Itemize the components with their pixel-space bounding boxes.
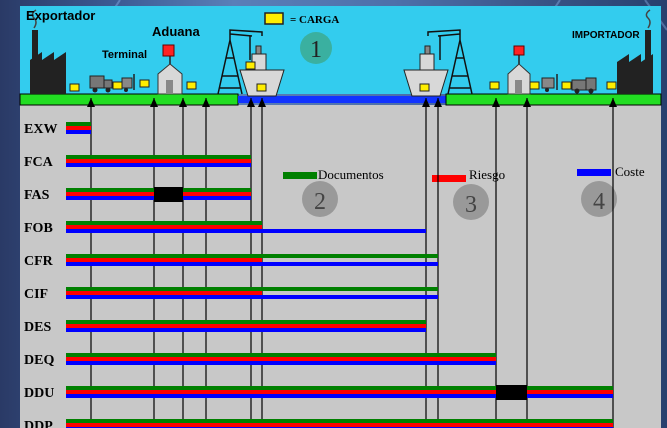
ground-strip xyxy=(20,94,661,105)
marker-3: 3 xyxy=(453,184,489,220)
risk-bar xyxy=(66,291,262,295)
term-code-label: DEQ xyxy=(24,353,54,368)
term-code-label: DES xyxy=(24,320,51,335)
cost-bar xyxy=(66,262,438,266)
cargo-box-icon xyxy=(246,62,255,69)
documents-bar xyxy=(66,320,426,324)
cost-bar xyxy=(66,328,426,332)
legend-cost-swatch xyxy=(577,169,611,176)
legend-risk-swatch xyxy=(432,175,466,182)
cost-bar xyxy=(66,229,426,233)
cargo-box-icon xyxy=(140,80,149,87)
marker-4-number: 4 xyxy=(593,189,605,215)
term-code-label: DDP xyxy=(24,419,53,428)
documents-bar xyxy=(66,353,496,357)
cargo-box-icon xyxy=(562,82,571,89)
risk-bar xyxy=(66,357,496,361)
documents-bar xyxy=(66,386,613,390)
risk-bar xyxy=(66,258,262,262)
cargo-box-icon xyxy=(490,82,499,89)
legend-risk-label: Riesgo xyxy=(469,167,505,182)
cost-bar xyxy=(66,295,438,299)
cargo-box-icon xyxy=(257,84,266,91)
cargo-legend-icon xyxy=(265,13,283,24)
risk-bar xyxy=(66,423,613,427)
cargo-box-icon xyxy=(113,82,122,89)
marker-4: 4 xyxy=(581,181,617,217)
cost-bar xyxy=(66,361,496,365)
cargo-box-icon xyxy=(530,82,539,89)
marker-2-number: 2 xyxy=(314,189,326,215)
documents-bar xyxy=(66,221,262,225)
responsibility-gap-block xyxy=(154,187,183,202)
documents-bar xyxy=(66,122,91,126)
term-code-label: CIF xyxy=(24,287,48,302)
term-code-label: FOB xyxy=(24,221,53,236)
marker-2: 2 xyxy=(302,181,338,217)
exporter-label: Exportador xyxy=(26,8,95,23)
term-code-label: FAS xyxy=(24,188,50,203)
risk-bar xyxy=(66,324,426,328)
risk-bar xyxy=(66,159,251,163)
cost-bar xyxy=(66,130,91,134)
legend-cost-label: Coste xyxy=(615,164,645,179)
risk-bar xyxy=(66,390,613,394)
term-code-label: CFR xyxy=(24,254,54,269)
documents-bar xyxy=(66,287,438,291)
legend-documents-label: Documentos xyxy=(318,167,384,182)
marker-3-number: 3 xyxy=(465,192,477,218)
term-code-label: FCA xyxy=(24,155,54,170)
documents-bar xyxy=(66,155,251,159)
legend-documents-swatch xyxy=(283,172,317,179)
risk-bar xyxy=(66,225,262,229)
importer-label: IMPORTADOR xyxy=(572,30,640,41)
cargo-box-icon xyxy=(607,82,616,89)
term-row: DDP xyxy=(24,419,613,428)
chart-panel xyxy=(20,105,661,428)
terminal-label: Terminal xyxy=(102,49,147,61)
customs-label: Aduana xyxy=(152,24,200,39)
cargo-box-icon xyxy=(70,84,79,91)
responsibility-gap-block xyxy=(496,385,527,400)
term-code-label: DDU xyxy=(24,386,54,401)
marker-1-number: 1 xyxy=(310,37,322,63)
cost-bar xyxy=(66,394,613,398)
marker-1: 1 xyxy=(300,32,332,64)
documents-bar xyxy=(66,254,438,258)
term-code-label: EXW xyxy=(24,122,57,137)
cargo-box-icon xyxy=(420,84,429,91)
cost-bar xyxy=(66,163,251,167)
cargo-legend-label: = CARGA xyxy=(290,14,339,26)
documents-bar xyxy=(66,419,613,423)
risk-bar xyxy=(66,126,91,130)
cargo-box-icon xyxy=(187,82,196,89)
